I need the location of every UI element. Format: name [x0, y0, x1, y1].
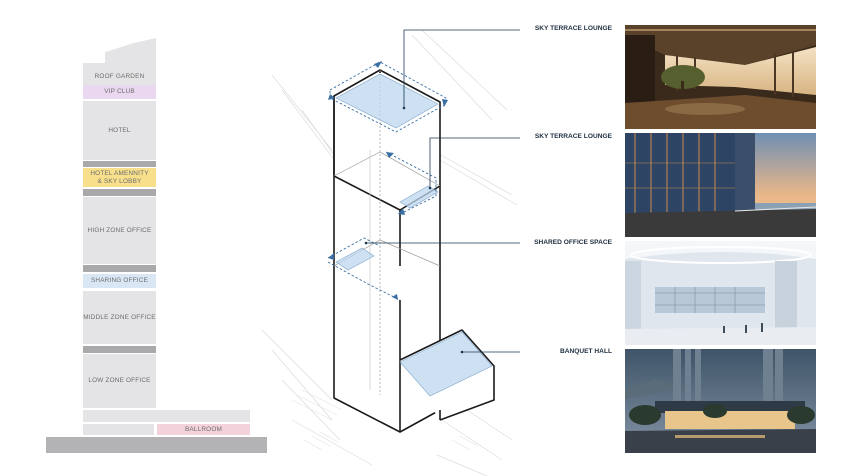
hotel-label: HOTEL	[108, 126, 131, 134]
circulation-arrowheads	[328, 61, 448, 300]
podium-floor-grid	[291, 389, 479, 451]
sky-terrace-top-zone	[335, 73, 439, 129]
middle-zone-office-block: MIDDLE ZONE OFFICE	[83, 291, 156, 344]
ground-base-block	[46, 437, 267, 453]
low-zone-office-label: LOW ZONE OFFICE	[88, 377, 151, 384]
site-context-lines	[262, 29, 518, 476]
floor-separator	[83, 346, 156, 353]
sharing-office-block: SHARING OFFICE	[83, 274, 156, 288]
vip-club-label: VIP CLUB	[104, 88, 135, 95]
ballroom-label: BALLROOM	[184, 425, 223, 433]
ballroom-block: BALLROOM	[157, 424, 250, 435]
sharing-office-label: SHARING OFFICE	[90, 277, 149, 284]
program-stacking-diagram: ROOF GARDEN VIP CLUB HOTEL HOTEL AMENNIT…	[0, 0, 280, 476]
floor-separator	[83, 161, 156, 167]
hotel-amenity-label-1: HOTEL AMENNITY	[90, 169, 149, 177]
hotel-block: HOTEL	[83, 101, 156, 160]
floor-separator	[83, 189, 156, 196]
leader-dots	[364, 106, 464, 354]
shared-office-space-photo	[625, 241, 816, 345]
banquet-hall-photo	[625, 349, 816, 453]
podium-lobby-block	[83, 424, 154, 435]
tower-axonometric-diagram	[262, 29, 520, 476]
callout-banquet-hall: BANQUET HALL	[559, 348, 612, 355]
sky-terrace-lounge-photo	[625, 25, 816, 129]
roof-garden-label: ROOF GARDEN	[94, 73, 145, 80]
vip-club-block: VIP CLUB	[83, 85, 156, 99]
callout-shared-office-space: SHARED OFFICE SPACE	[534, 239, 612, 246]
high-zone-office-label: HIGH ZONE OFFICE	[87, 226, 152, 234]
highlight-zones	[335, 73, 493, 397]
sky-terrace-exterior-photo	[625, 133, 816, 237]
callout-sky-terrace-lounge-top: SKY TERRACE LOUNGE	[534, 25, 612, 32]
low-zone-office-block: LOW ZONE OFFICE	[83, 354, 156, 408]
middle-zone-office-label: MIDDLE ZONE OFFICE	[83, 313, 156, 321]
leader-lines	[366, 29, 520, 353]
high-zone-office-block: HIGH ZONE OFFICE	[83, 197, 156, 264]
sky-terrace-mid-zone	[399, 185, 439, 209]
roof-garden-block: ROOF GARDEN	[83, 63, 156, 85]
banquet-hall-zone	[399, 331, 493, 397]
shared-office-zone	[335, 247, 375, 271]
hotel-amenity-block: HOTEL AMENNITY & SKY LOBBY	[83, 168, 156, 187]
floor-separator	[83, 265, 156, 272]
roof-crown-shape	[83, 38, 156, 63]
podium-block	[83, 410, 250, 422]
hotel-amenity-label-2: & SKY LOBBY	[97, 177, 142, 185]
callout-sky-terrace-lounge-mid: SKY TERRACE LOUNGE	[534, 133, 612, 140]
